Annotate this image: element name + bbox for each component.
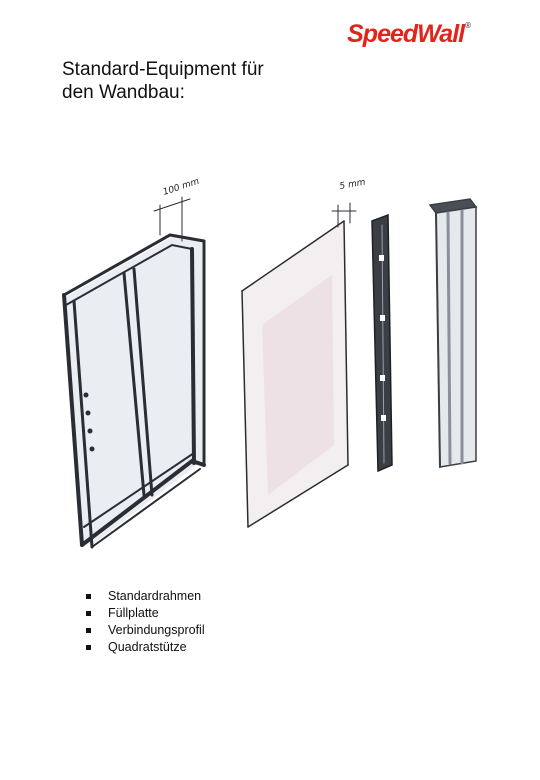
registered-mark: ® (465, 21, 471, 30)
list-item: Verbindungsprofil (86, 622, 205, 639)
list-item: Standardrahmen (86, 588, 205, 605)
equipment-list: Standardrahmen Füllplatte Verbindungspro… (86, 588, 205, 656)
title-line-1: Standard-Equipment für (62, 59, 264, 80)
frame-dimension-label: 100 mm (162, 177, 201, 198)
speedwall-logo: SpeedWall® (347, 20, 471, 48)
square-post-sketch (428, 198, 478, 468)
logo-text: SpeedWall (347, 20, 465, 48)
standard-frame-sketch (62, 196, 206, 549)
title-line-2: den Wandbau: (62, 82, 185, 103)
page-title: Standard-Equipment für den Wandbau: (62, 58, 264, 104)
equipment-sketch: 100 mm 5 mm (62, 177, 478, 549)
filling-panel-sketch (241, 202, 357, 528)
list-item: Quadratstütze (86, 639, 205, 656)
connection-profile-sketch (371, 213, 393, 473)
panel-dimension-label: 5 mm (339, 178, 367, 192)
list-item: Füllplatte (86, 605, 205, 622)
